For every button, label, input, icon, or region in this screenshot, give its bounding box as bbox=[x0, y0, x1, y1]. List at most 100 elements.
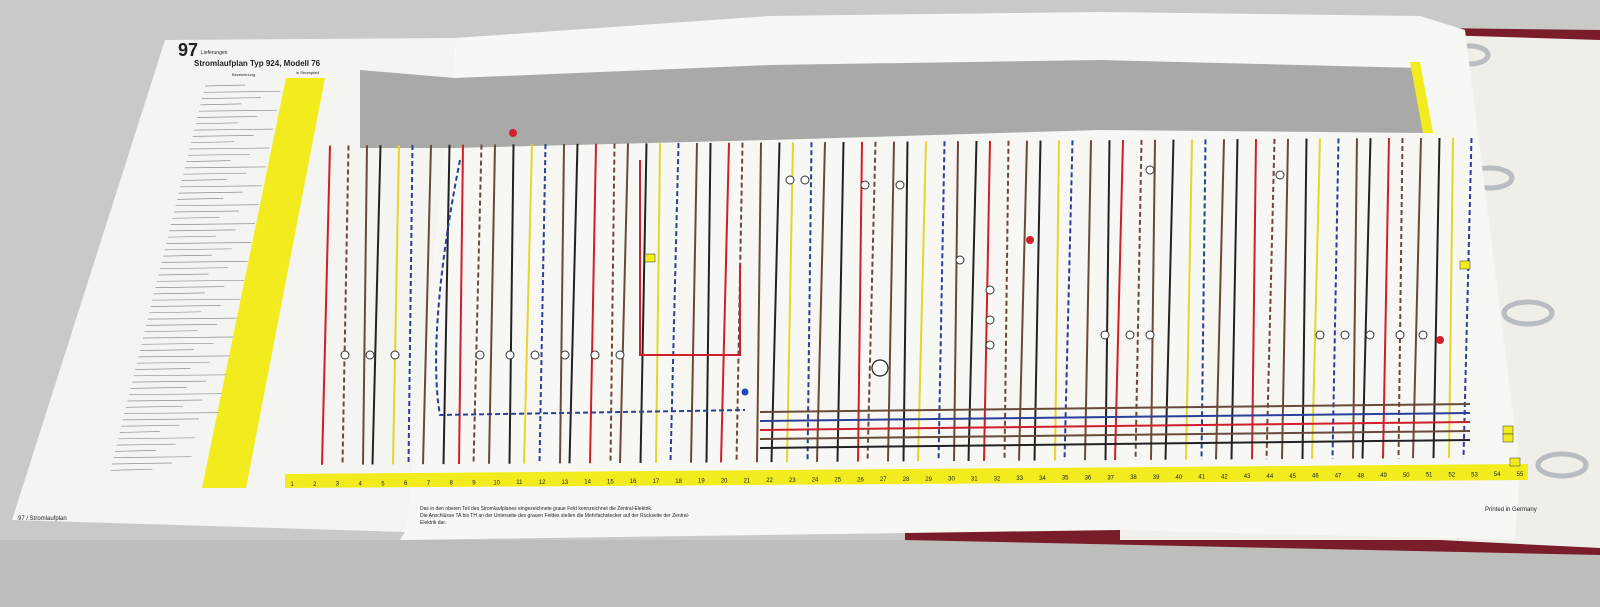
legend-entry-line bbox=[201, 97, 261, 99]
legend-entry-line bbox=[111, 462, 173, 465]
dashed-wire bbox=[435, 159, 746, 417]
circuit-number: 18 bbox=[675, 479, 682, 485]
wire bbox=[669, 143, 680, 463]
legend-entry-line bbox=[146, 324, 218, 326]
legend-entry-line bbox=[197, 116, 258, 118]
indicator-dot bbox=[509, 129, 517, 137]
circuit-number: 11 bbox=[516, 480, 523, 486]
wire bbox=[887, 141, 895, 462]
circuit-number: 16 bbox=[630, 479, 637, 485]
harness-wire bbox=[759, 403, 1471, 413]
lamp-symbol bbox=[985, 315, 995, 325]
wire bbox=[705, 142, 712, 463]
legend-entry-line bbox=[124, 412, 219, 414]
legend-entry-line bbox=[178, 191, 243, 194]
legend-sheet bbox=[12, 38, 455, 532]
legend-entry-line bbox=[139, 349, 194, 351]
legend-yellow-column bbox=[202, 78, 325, 488]
lamp-symbol bbox=[985, 285, 995, 295]
wire bbox=[508, 144, 515, 464]
circuit-number: 44 bbox=[1267, 474, 1274, 480]
lamp-symbol bbox=[955, 255, 965, 265]
circuit-number: 31 bbox=[971, 476, 978, 482]
legend-entry-line bbox=[122, 418, 199, 421]
circuit-number: 37 bbox=[1107, 475, 1114, 481]
wire bbox=[806, 142, 813, 462]
wire bbox=[937, 141, 946, 462]
legend-entry-line bbox=[186, 160, 231, 162]
circuit-number: 23 bbox=[789, 478, 796, 484]
circuit-number: 21 bbox=[743, 478, 750, 484]
legend-entry-line bbox=[175, 204, 259, 207]
legend-entry-line bbox=[152, 298, 241, 301]
harness-wire bbox=[759, 412, 1471, 422]
wire bbox=[1063, 140, 1074, 461]
circuit-number: 51 bbox=[1426, 473, 1433, 479]
legend-entry-line bbox=[177, 198, 224, 200]
lamp-symbol bbox=[1145, 330, 1155, 340]
lamp-symbol bbox=[1418, 330, 1428, 340]
wire bbox=[866, 141, 877, 462]
circuit-number: 14 bbox=[584, 480, 591, 486]
table-surface bbox=[0, 540, 1600, 607]
wire bbox=[371, 145, 382, 465]
wire bbox=[735, 142, 744, 463]
lamp-symbol bbox=[530, 350, 540, 360]
wire bbox=[589, 143, 597, 464]
lamp-symbol bbox=[590, 350, 600, 360]
lamp-symbol bbox=[1145, 165, 1155, 175]
wire bbox=[770, 142, 781, 463]
page-number: 97 bbox=[178, 40, 198, 60]
circuit-number: 54 bbox=[1494, 472, 1501, 478]
lamp-symbol bbox=[1100, 330, 1110, 340]
lamp-symbol bbox=[615, 350, 625, 360]
circuit-number: 50 bbox=[1403, 473, 1410, 479]
wire bbox=[786, 142, 794, 463]
legend-entry-line bbox=[187, 153, 250, 156]
footer-left: 97 / Stromlaufplan bbox=[18, 516, 67, 522]
wire bbox=[422, 144, 432, 465]
lamp-symbol bbox=[475, 350, 485, 360]
wire bbox=[639, 143, 648, 463]
legend-entry-line bbox=[204, 84, 246, 87]
legend-entry-line bbox=[149, 311, 202, 314]
circuit-number: 7 bbox=[427, 481, 431, 487]
lamp-symbol bbox=[895, 180, 905, 190]
circuit-number: 25 bbox=[834, 478, 841, 484]
lamp-symbol bbox=[390, 350, 400, 360]
circuit-number: 5 bbox=[381, 481, 385, 487]
circuit-number: 52 bbox=[1448, 473, 1455, 479]
legend-header: 97 Lieferungen Stromlaufplan Typ 924, Mo… bbox=[178, 40, 321, 77]
wire bbox=[458, 144, 464, 465]
legend-entry-line bbox=[198, 109, 277, 112]
diagram-sheet bbox=[400, 12, 1520, 540]
legend-entry-line bbox=[183, 172, 247, 175]
lamp-symbol bbox=[985, 340, 995, 350]
note-line-1: Das in den oberen Teil des Stromlaufplan… bbox=[420, 506, 652, 512]
page-title: Stromlaufplan Typ 924, Modell 76 bbox=[194, 59, 321, 68]
lamp-symbol bbox=[1365, 330, 1375, 340]
legend-entry-line bbox=[181, 179, 227, 181]
circuit-number: 12 bbox=[539, 480, 546, 486]
wiring-diagram bbox=[321, 129, 1521, 467]
connector-tag bbox=[1502, 425, 1514, 435]
wire bbox=[902, 141, 909, 462]
legend-entry-line bbox=[180, 185, 263, 188]
lamp-symbol bbox=[340, 350, 350, 360]
harness-wire bbox=[759, 430, 1471, 440]
wire bbox=[472, 144, 483, 464]
indicator-dot bbox=[1026, 236, 1034, 244]
legend-entry-line bbox=[133, 374, 226, 377]
legend-entry-line bbox=[203, 90, 281, 93]
legend-header-left: Bezeichnung bbox=[232, 72, 255, 77]
circuit-number: 33 bbox=[1016, 476, 1023, 482]
wire bbox=[1054, 140, 1060, 461]
wire bbox=[756, 142, 762, 463]
circuit-number: 55 bbox=[1517, 472, 1524, 478]
circuit-number: 6 bbox=[404, 481, 408, 487]
circuit-number: 48 bbox=[1357, 473, 1364, 479]
circuit-number: 40 bbox=[1176, 475, 1183, 481]
panel-yellow-marker bbox=[1410, 62, 1433, 133]
circuit-number: 3 bbox=[336, 482, 340, 488]
